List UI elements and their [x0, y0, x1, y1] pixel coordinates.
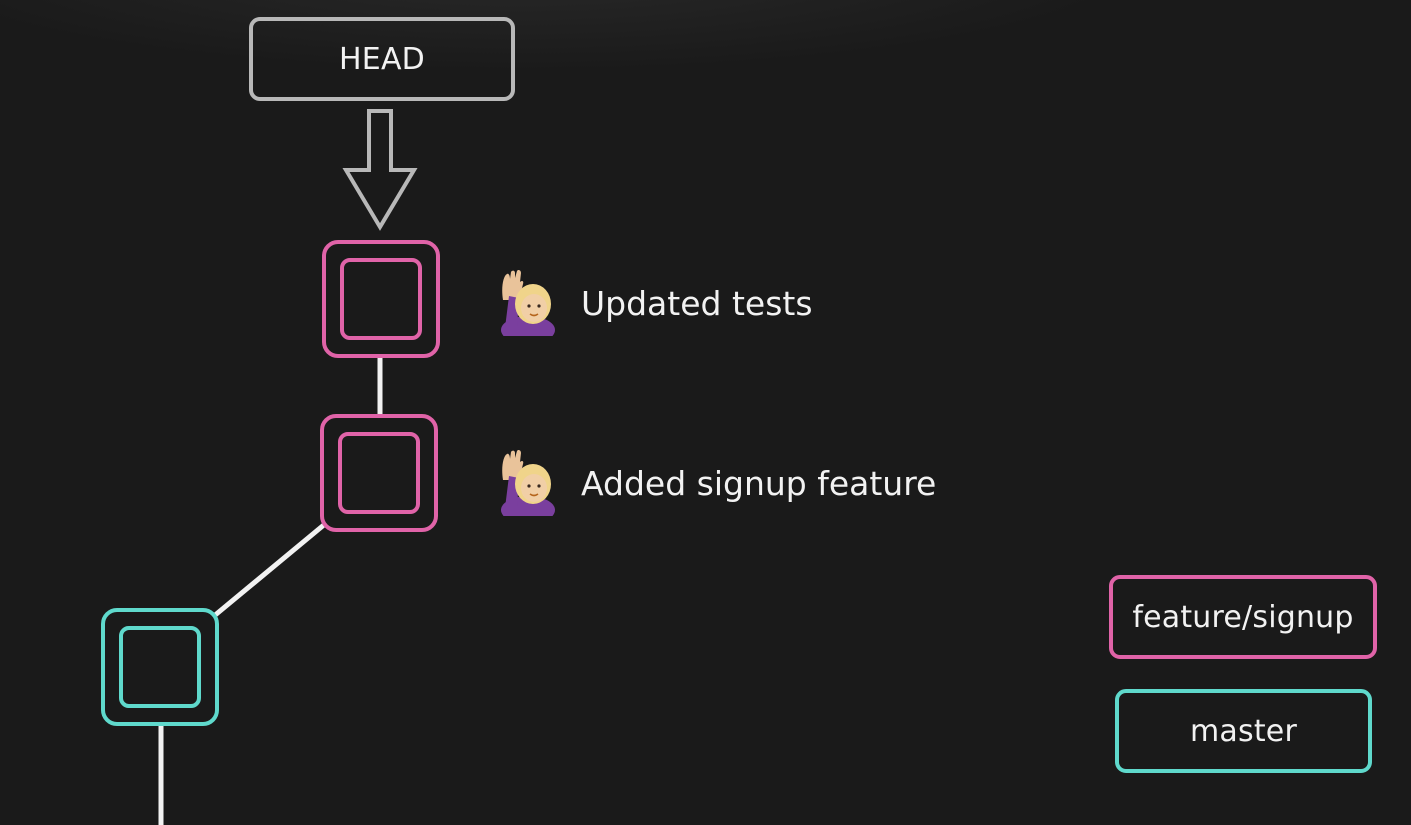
- commit-node-inner: [338, 432, 420, 514]
- commit-node-inner: [119, 626, 201, 708]
- commit-message-row: Added signup feature: [497, 448, 936, 518]
- commit-node[interactable]: [322, 240, 440, 358]
- commit-node[interactable]: [320, 414, 438, 532]
- commit-link: [212, 522, 327, 618]
- head-pointer-arrow: [342, 109, 418, 231]
- head-label: HEAD: [249, 17, 515, 101]
- woman-raising-hand-icon: [501, 450, 555, 516]
- branch-label-feature-signup[interactable]: feature/signup: [1109, 575, 1377, 659]
- commit-node-inner: [340, 258, 422, 340]
- branch-label-master[interactable]: master: [1115, 689, 1372, 773]
- commit-message: Updated tests: [581, 283, 813, 323]
- woman-raising-hand-icon: [501, 270, 555, 336]
- commit-message: Added signup feature: [581, 463, 937, 503]
- commit-node[interactable]: [101, 608, 219, 726]
- commit-message-row: Updated tests: [497, 268, 813, 338]
